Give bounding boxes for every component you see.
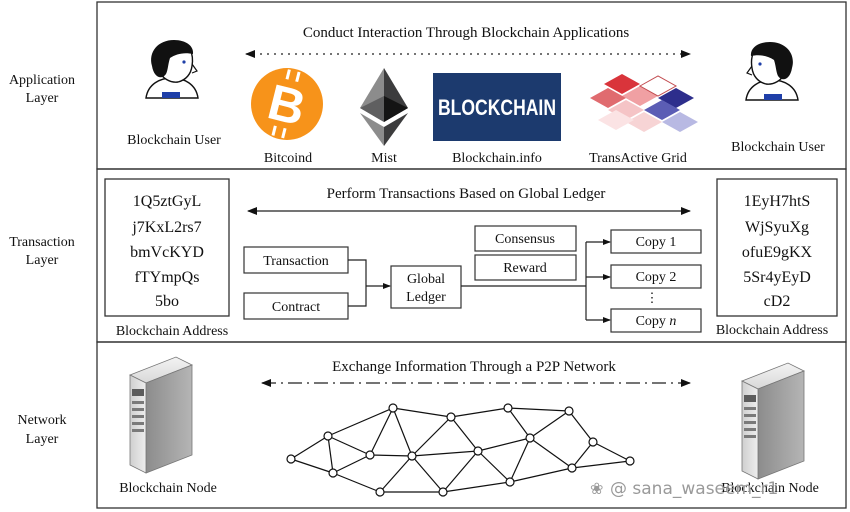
network-layer-label-line2: Layer — [26, 432, 59, 447]
blockchain-node-left-label: Blockchain Node — [119, 481, 217, 496]
address-right-line3: ofuE9gKX — [742, 244, 813, 261]
transaction-layer-label-line1: Transaction — [9, 235, 75, 250]
address-left-line3: bmVcKYD — [130, 244, 204, 261]
copy-ellipsis: ⋮ — [646, 290, 659, 305]
ethereum-logo-icon — [360, 68, 408, 146]
address-right-line5: cD2 — [764, 293, 791, 310]
network-layer-label-line1: Network — [18, 413, 67, 428]
address-left-line1: 1Q5ztGyL — [133, 193, 201, 210]
copy-n-box — [610, 308, 702, 333]
transaction-banner: Perform Transactions Based on Global Led… — [327, 186, 606, 202]
transaction-layer-label-line2: Layer — [26, 253, 59, 268]
copy-1-box — [610, 229, 702, 254]
blockchain-user-right-icon — [745, 41, 799, 101]
address-left-line2: j7KxL2rs7 — [131, 219, 201, 236]
blockchain-user-left-icon — [145, 39, 199, 99]
bitcoin-logo-icon: B — [251, 68, 323, 140]
address-left-caption: Blockchain Address — [116, 324, 228, 339]
application-layer-label-line2: Layer — [26, 91, 59, 106]
app-label-bitcoind: Bitcoind — [264, 151, 312, 166]
blockchain-node-right-label: Blockchain Node — [721, 481, 819, 496]
blockchain-node-left-server-icon — [129, 356, 193, 474]
watermark: ❀ @ sana_waseem_r1 — [590, 479, 778, 499]
address-right-line1: 1EyH7htS — [744, 193, 811, 210]
network-layer-frame — [96, 341, 847, 509]
flow-connectors — [348, 239, 611, 323]
reward-box-label: Reward — [503, 261, 547, 276]
copy-2-label: Copy 2 — [636, 270, 677, 285]
contract-box-label: Contract — [272, 300, 320, 315]
global-ledger-label-line1: Global — [407, 272, 445, 287]
network-banner: Exchange Information Through a P2P Netwo… — [332, 359, 616, 375]
blockchain-user-right-label: Blockchain User — [731, 140, 825, 155]
global-ledger-label-line2: Ledger — [406, 290, 446, 305]
blockchain-node-right-server-icon — [741, 362, 805, 480]
address-left-line5: 5bo — [155, 293, 179, 310]
app-label-transactive-grid: TransActive Grid — [589, 151, 687, 166]
p2p-network-nodes — [286, 403, 635, 497]
blockchain-user-left-label: Blockchain User — [127, 133, 221, 148]
app-label-mist: Mist — [371, 151, 397, 166]
consensus-box-label: Consensus — [495, 232, 555, 247]
watermark-text: @ sana_waseem_r1 — [610, 479, 778, 499]
address-right-line4: 5Sr4yEyD — [743, 269, 811, 286]
svg-text:BLOCKCHAIN: BLOCKCHAIN — [438, 95, 556, 120]
reward-box — [474, 254, 577, 281]
contract-box — [243, 292, 349, 320]
global-ledger-box — [390, 265, 462, 309]
watermark-icon: ❀ — [590, 479, 603, 498]
application-layer-label-line1: Application — [9, 73, 75, 88]
consensus-box — [474, 225, 577, 252]
blockchain-address-left-box — [104, 178, 230, 317]
blockchain-info-logo: BLOCKCHAIN — [433, 73, 561, 141]
application-banner: Conduct Interaction Through Blockchain A… — [303, 25, 629, 41]
copy-1-label: Copy 1 — [636, 235, 677, 250]
app-label-blockchain-info: Blockchain.info — [452, 151, 542, 166]
copy-n-label: Copy n — [636, 314, 677, 329]
address-right-caption: Blockchain Address — [716, 323, 828, 338]
transaction-box — [243, 246, 349, 274]
transaction-box-label: Transaction — [263, 254, 329, 269]
p2p-network-graph — [290, 407, 631, 493]
address-left-line4: fTYmpQs — [135, 269, 200, 286]
address-right-line2: WjSyuXg — [745, 219, 809, 236]
blockchain-address-right-box — [716, 178, 838, 317]
transactive-grid-logo-icon — [590, 74, 698, 132]
copy-2-box — [610, 264, 702, 289]
